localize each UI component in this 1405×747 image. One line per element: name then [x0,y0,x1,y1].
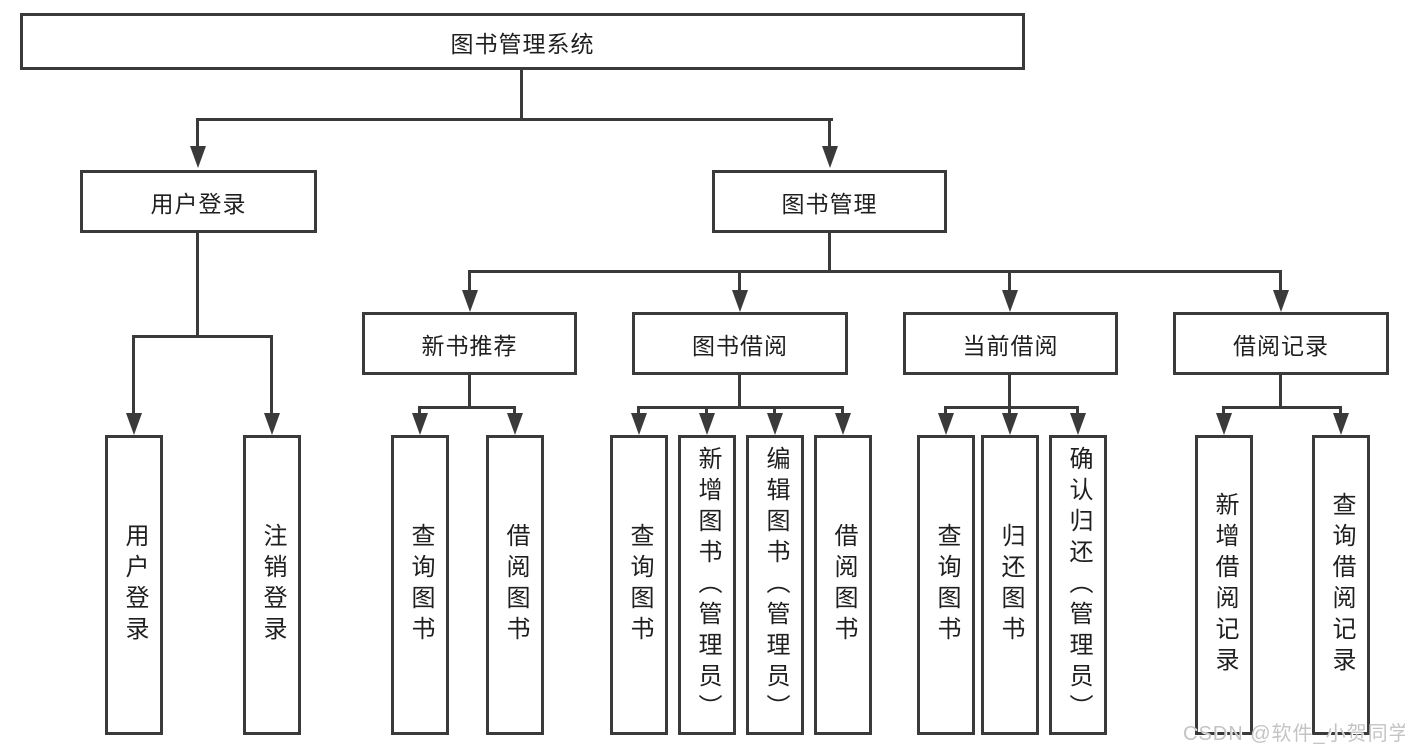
leaf-label: 编辑图书（管理员） [762,445,789,725]
node-label: 新书推荐 [421,332,518,359]
leaf-borrow-books-recommend: 借阅图书 [486,435,544,735]
connector-user-login-stem [196,231,199,337]
connector-root-crossbar [196,118,833,121]
node-borrow-records: 借阅记录 [1173,312,1389,375]
connector-root-stem [520,68,523,120]
connector-shaft [1279,270,1282,296]
connector-borrow-records-crossbar [1222,406,1342,409]
arrowhead-down-icon [412,413,428,435]
leaf-label: 注销登录 [259,523,286,647]
csdn-watermark: CSDN @软件_小贺同学 [1183,723,1405,745]
leaf-user-login: 用户登录 [105,435,163,735]
leaf-label: 归还图书 [997,523,1024,647]
arrowhead-down-icon [1070,413,1086,435]
node-book-borrow: 图书借阅 [632,312,848,375]
leaf-label: 新增图书（管理员） [694,445,721,725]
connector-shaft [738,270,741,296]
arrowhead-down-icon [835,413,851,435]
leaf-query-books-borrow: 查询图书 [610,435,668,735]
node-root-library-management-system: 图书管理系统 [20,13,1025,70]
connector-shaft [468,270,471,296]
node-label: 借阅记录 [1233,332,1329,359]
arrowhead-down-icon [264,413,280,435]
node-label: 图书借阅 [692,332,788,359]
leaf-edit-books-admin: 编辑图书（管理员） [746,435,804,735]
node-label: 当前借阅 [962,332,1059,359]
arrowhead-down-icon [1002,413,1018,435]
arrowhead-down-icon [1333,413,1349,435]
connector-current-borrow-stem [1008,373,1011,408]
connector-borrow-records-stem [1279,373,1282,408]
leaf-query-books-recommend: 查询图书 [391,435,449,735]
leaf-borrow-books: 借阅图书 [814,435,872,735]
arrowhead-down-icon [1002,290,1018,312]
connector-shaft [1008,270,1011,296]
connector-new-book-recommend-stem [468,373,471,408]
arrowhead-down-icon [938,413,954,435]
arrowhead-down-icon [126,413,142,435]
arrowhead-down-icon [462,290,478,312]
node-label: 图书管理 [781,190,878,217]
leaf-add-borrow-record: 新增借阅记录 [1195,435,1253,735]
connector-book-borrow-crossbar [637,406,844,409]
arrowhead-down-icon [631,413,647,435]
connector-shaft [132,335,135,419]
leaf-label: 查询借阅记录 [1328,492,1355,678]
connector-current-borrow-crossbar [944,406,1079,409]
arrowhead-down-icon [1273,290,1289,312]
leaf-query-books-current: 查询图书 [917,435,975,735]
arrowhead-down-icon [767,413,783,435]
leaf-label: 借阅图书 [830,523,857,647]
leaf-label: 查询图书 [933,523,960,647]
leaf-label: 新增借阅记录 [1211,492,1238,678]
leaf-logout: 注销登录 [243,435,301,735]
connector-user-login-crossbar [132,335,273,338]
connector-book-management-stem [828,231,831,273]
connector-book-borrow-stem [738,373,741,408]
leaf-label: 用户登录 [121,523,148,647]
arrowhead-down-icon [1216,413,1232,435]
node-new-book-recommend: 新书推荐 [362,312,577,375]
node-book-management: 图书管理 [712,170,947,233]
arrowhead-down-icon [732,290,748,312]
node-current-borrow: 当前借阅 [903,312,1118,375]
leaf-return-books: 归还图书 [981,435,1039,735]
node-user-login: 用户登录 [80,170,317,233]
arrowhead-down-icon [190,146,206,168]
leaf-label: 查询图书 [407,523,434,647]
connector-book-management-crossbar [468,270,1282,273]
connector-shaft [196,118,199,152]
leaf-label: 确认归还（管理员） [1065,445,1092,725]
connector-shaft [828,118,831,152]
leaf-query-borrow-record: 查询借阅记录 [1312,435,1370,735]
leaf-add-books-admin: 新增图书（管理员） [678,435,736,735]
leaf-label: 查询图书 [626,523,653,647]
arrowhead-down-icon [699,413,715,435]
arrowhead-down-icon [822,146,838,168]
leaf-confirm-return-admin: 确认归还（管理员） [1049,435,1107,735]
node-label: 图书管理系统 [450,30,595,57]
connector-new-book-recommend-crossbar [418,406,516,409]
node-label: 用户登录 [150,190,247,217]
leaf-label: 借阅图书 [502,523,529,647]
connector-shaft [270,335,273,419]
arrowhead-down-icon [507,413,523,435]
